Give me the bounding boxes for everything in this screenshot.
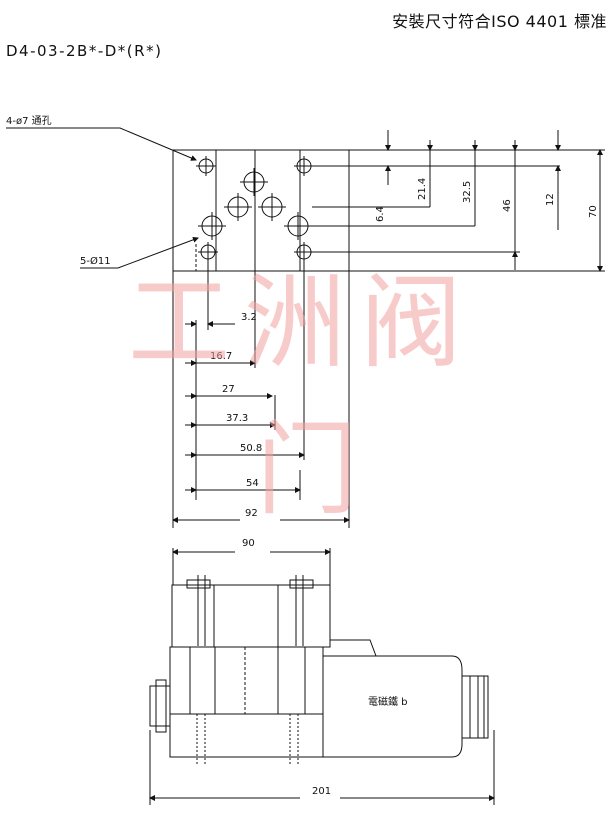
dim-16-7: 16.7 [210, 351, 232, 362]
top-view [6, 127, 605, 528]
dim-12: 12 [545, 193, 556, 206]
dim-90: 90 [242, 538, 255, 549]
dim-54: 54 [246, 478, 259, 489]
large-hole-mid-left [224, 193, 252, 221]
watermark-line2: 门 [256, 411, 358, 530]
standard-title: 安裝尺寸符合ISO 4401 標准 [392, 12, 607, 31]
side-view-labels: 90 201 電磁鐵 b [242, 538, 408, 797]
watermark-line1: 工洲阀 [128, 264, 476, 383]
dim-92: 92 [245, 508, 258, 519]
bottom-dimensions [172, 262, 350, 528]
large-hole-top [240, 168, 268, 196]
dim-50-8: 50.8 [240, 443, 262, 454]
solenoid-end-cap [461, 675, 489, 739]
label-holes-5: 5-Ø11 [80, 255, 111, 267]
dim-3-2: 3.2 [241, 312, 257, 323]
dim-46: 46 [502, 199, 513, 212]
small-hole-tr [294, 156, 314, 176]
valve-top-block [171, 584, 331, 648]
small-hole-bl [198, 242, 218, 262]
dim-32-5: 32.5 [462, 181, 473, 203]
dim-27: 27 [222, 384, 235, 395]
dimension-labels: 6.4 21.4 32.5 46 12 70 3.2 16.7 27 37.3 … [6, 115, 599, 519]
dim-21-4: 21.4 [417, 178, 428, 200]
dim-201: 201 [312, 786, 331, 797]
dim-70: 70 [588, 205, 599, 218]
leader-holes-5 [80, 236, 199, 269]
large-hole-right [284, 212, 312, 240]
valve-main-body [169, 646, 324, 758]
label-solenoid: 電磁鐵 b [368, 695, 408, 708]
watermark: 工洲阀 门 [128, 264, 476, 530]
large-hole-left [198, 212, 226, 240]
leader-holes-4 [6, 127, 197, 161]
large-hole-mid-right [258, 193, 286, 221]
left-knob [149, 685, 171, 727]
side-view [149, 548, 495, 805]
small-hole-tl [196, 156, 216, 176]
model-code: D4-03-2B*-D*(R*) [6, 42, 163, 60]
right-dimensions [300, 130, 605, 272]
dim-37-3: 37.3 [226, 413, 248, 424]
dim-6-4: 6.4 [375, 206, 386, 222]
label-holes-4: 4-ø7 通孔 [6, 115, 52, 127]
plate-outline [172, 149, 350, 272]
